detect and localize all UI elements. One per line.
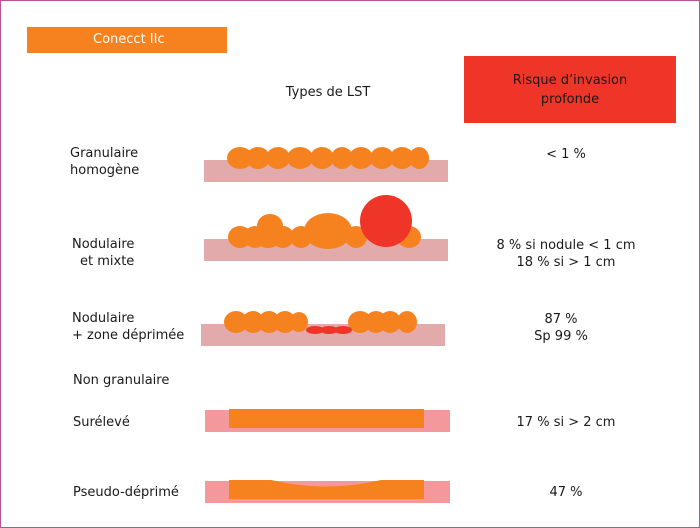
row-label-line: Pseudo-déprimé: [73, 485, 179, 500]
granules: [224, 311, 417, 333]
row-label-pseudo-deprime: Pseudo-déprimé: [73, 484, 179, 501]
row-label-line: Surélevé: [73, 415, 130, 430]
row-label-nodulaire-deprimee: Nodulaire + zone déprimée: [72, 310, 184, 344]
row-label-line: + zone déprimée: [72, 328, 185, 343]
row-label-nodulaire-mixte: Nodulaire et mixte: [72, 236, 134, 270]
column-header-types: Types de LST: [285, 85, 371, 100]
large-nodule: [360, 195, 412, 247]
risk-value-line: Sp 99 %: [534, 329, 588, 344]
lesion-nodulaire-deprimee: [201, 311, 445, 346]
risk-value-line: < 1 %: [546, 147, 586, 162]
risk-value-pseudo-deprime: 47 %: [471, 484, 661, 501]
row-label-line: Nodulaire: [72, 237, 135, 252]
depressed-zone: [306, 326, 352, 334]
risk-value-granulaire-homogene: < 1 %: [471, 146, 661, 163]
lesion-sureleve: [205, 409, 450, 432]
row-label-sureleve: Surélevé: [73, 414, 130, 431]
section-label-non-granulaire: Non granulaire: [73, 372, 169, 389]
risk-value-line: 17 % si > 2 cm: [516, 415, 616, 430]
row-label-line: et mixte: [80, 254, 135, 269]
row-label-granulaire-homogene: Granulaire homogène: [70, 145, 139, 179]
risk-value-nodulaire-deprimee: 87 % Sp 99 %: [501, 311, 621, 345]
row-label-line: homogène: [70, 163, 140, 178]
risk-value-sureleve: 17 % si > 2 cm: [471, 414, 661, 431]
lesion-pseudo-deprime: [205, 480, 450, 503]
lesion-granulaire-homogene: [204, 147, 448, 182]
lesion-nodulaire-mixte: [204, 195, 448, 261]
risk-value-line: 47 %: [549, 485, 583, 500]
flat-lesion: [229, 409, 424, 428]
risk-header-line-1: Risque d’invasion: [512, 72, 628, 88]
risk-value-line: 87 %: [544, 312, 578, 327]
risk-value-nodulaire-mixte: 8 % si nodule < 1 cm 18 % si > 1 cm: [466, 237, 666, 271]
depressed-lesion: [229, 480, 424, 499]
row-label-line: Nodulaire: [72, 311, 135, 326]
column-header-risk: Risque d’invasion profonde: [464, 56, 676, 123]
risk-value-line: 18 % si > 1 cm: [516, 255, 616, 270]
row-label-line: Granulaire: [70, 146, 139, 161]
granules: [227, 147, 429, 169]
row-label-line: Non granulaire: [73, 373, 170, 388]
classification-tag: Conecct IIc: [27, 27, 227, 53]
risk-value-line: 8 % si nodule < 1 cm: [496, 238, 636, 253]
risk-header-line-2: profonde: [540, 91, 600, 107]
